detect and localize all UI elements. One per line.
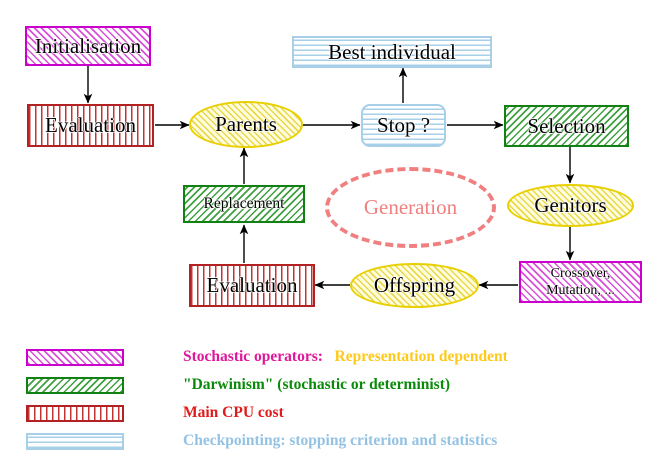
node-best-individual[interactable]: Best individual xyxy=(292,36,492,68)
legend-swatch-blue xyxy=(26,432,124,450)
node-parents-label: Parents xyxy=(215,112,277,137)
legend-label-cpu-cost-main: Main CPU cost xyxy=(183,404,284,421)
legend-row-stochastic: Stochastic operators: Representation dep… xyxy=(26,345,636,369)
node-best-individual-label: Best individual xyxy=(328,39,456,64)
node-offspring[interactable]: Offspring xyxy=(350,263,479,308)
legend-label-cpu-cost: Main CPU cost xyxy=(152,386,284,440)
legend: Stochastic operators: Representation dep… xyxy=(26,345,636,457)
legend-row-cpu-cost: Main CPU cost xyxy=(26,401,636,425)
node-evaluation-bottom[interactable]: Evaluation xyxy=(189,264,315,307)
legend-label-darwinism-main: "Darwinism" (stochastic or determinist) xyxy=(183,376,451,393)
node-initialisation-label: Initialisation xyxy=(34,33,142,58)
node-crossover-mutation[interactable]: Crossover, Mutation, ... xyxy=(519,261,642,303)
node-generation-label: Generation xyxy=(363,195,458,220)
legend-row-darwinism: "Darwinism" (stochastic or determinist) xyxy=(26,373,636,397)
node-genitors[interactable]: Genitors xyxy=(507,184,634,227)
legend-label-stochastic-suffix: Representation dependent xyxy=(322,348,508,365)
legend-swatch-magenta xyxy=(26,348,124,366)
node-offspring-label: Offspring xyxy=(373,273,456,298)
node-replacement[interactable]: Replacement xyxy=(183,185,305,223)
node-selection-label: Selection xyxy=(527,113,606,138)
legend-label-checkpointing: Checkpointing: stopping criterion and st… xyxy=(152,414,497,468)
legend-label-stochastic: Stochastic operators: Representation dep… xyxy=(152,330,508,384)
node-stop-label: Stop ? xyxy=(376,113,431,138)
legend-label-checkpointing-main: Checkpointing: stopping criterion and st… xyxy=(183,432,498,449)
node-generation: Generation xyxy=(325,167,496,248)
legend-label-darwinism: "Darwinism" (stochastic or determinist) xyxy=(152,358,450,412)
legend-swatch-green xyxy=(26,376,124,394)
node-crossover-mutation-label: Crossover, Mutation, ... xyxy=(546,265,615,299)
node-parents[interactable]: Parents xyxy=(189,101,303,148)
legend-row-checkpointing: Checkpointing: stopping criterion and st… xyxy=(26,429,636,453)
node-selection[interactable]: Selection xyxy=(504,105,629,147)
node-stop[interactable]: Stop ? xyxy=(361,104,446,147)
node-initialisation[interactable]: Initialisation xyxy=(25,26,151,66)
node-replacement-label: Replacement xyxy=(203,194,285,212)
node-evaluation-top[interactable]: Evaluation xyxy=(27,104,154,147)
node-genitors-label: Genitors xyxy=(534,193,607,218)
node-evaluation-bottom-label: Evaluation xyxy=(206,273,298,298)
node-evaluation-top-label: Evaluation xyxy=(45,113,136,138)
legend-swatch-red xyxy=(26,404,124,422)
legend-label-stochastic-main: Stochastic operators: xyxy=(183,348,323,365)
